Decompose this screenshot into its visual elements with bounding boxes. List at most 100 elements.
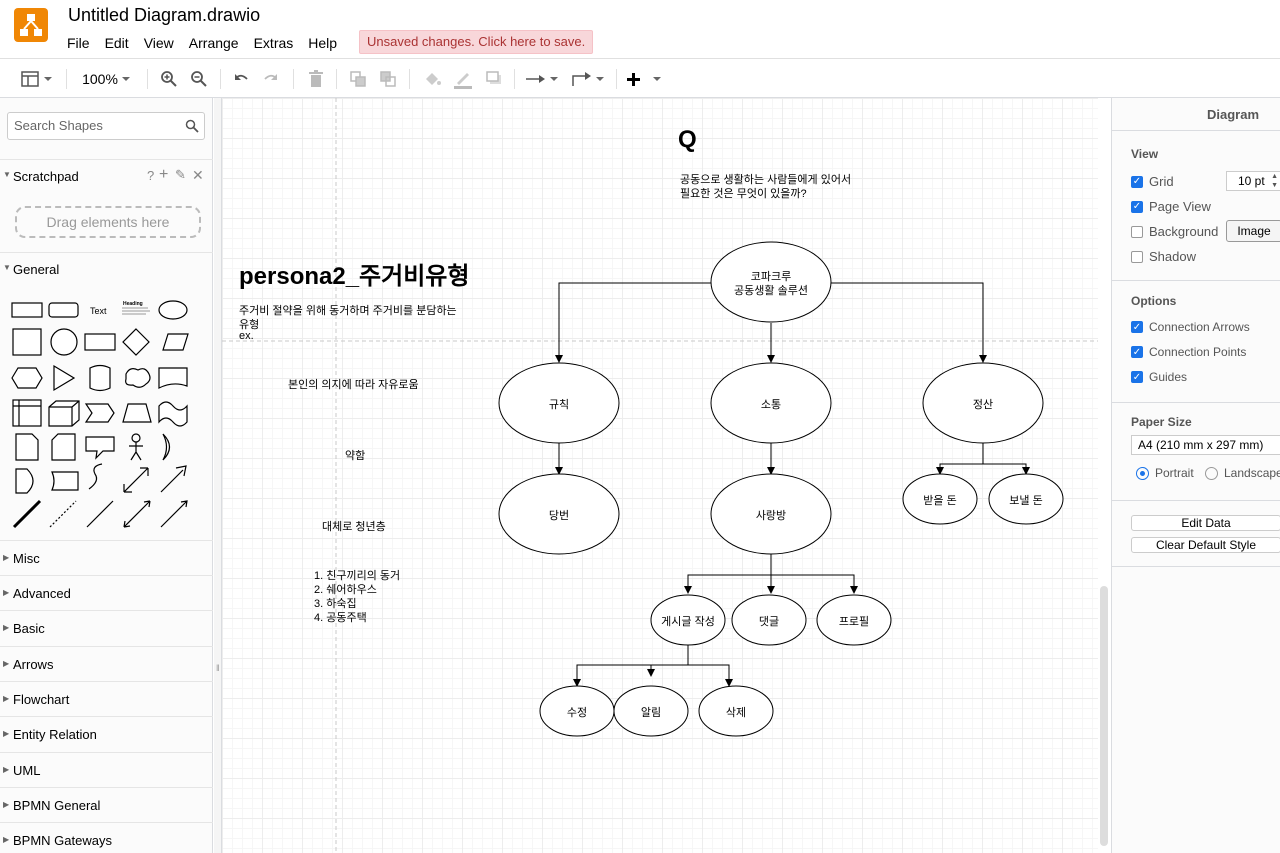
node-settle-label: 정산 [972,399,994,411]
zoom-out-button[interactable] [188,59,210,98]
help-icon[interactable]: ? [147,168,155,183]
pencil-icon [454,72,472,89]
diamond-shape-icon [122,328,150,356]
ellipse-shape-icon [158,300,188,320]
guides-option[interactable]: ✓Guides [1131,370,1188,384]
general-section-header[interactable]: ▼ General [0,252,213,287]
landscape-radio[interactable] [1205,466,1218,480]
to-back-button[interactable] [377,59,399,98]
menu-help[interactable]: Help [308,35,338,51]
shadow-button[interactable] [483,59,505,98]
shadow-option[interactable]: Shadow [1131,249,1196,264]
edge-root-rule [555,282,711,363]
background-image-button[interactable]: Image [1226,220,1280,242]
paper-size-label: Paper Size [1131,415,1192,429]
scratchpad-header[interactable]: ▼ Scratchpad ? + ✎ ✕ [0,159,213,194]
diagram-canvas[interactable]: Q 공동으로 생활하는 사람들에게 있어서 필요한 것은 무엇이 있을까? pe… [222,98,1098,853]
background-option[interactable]: Background [1131,224,1218,239]
search-shapes-field[interactable] [7,112,205,140]
background-checkbox[interactable] [1131,225,1143,238]
rectangle-shape-icon [11,302,43,318]
delete-button[interactable] [305,59,327,98]
scratchpad-drop-area[interactable]: Drag elements here [15,206,201,238]
paper-size-select[interactable]: A4 (210 mm x 297 mm) [1131,435,1280,455]
line-shape-icon [86,500,114,528]
section-basic[interactable]: ▶Basic [0,610,213,646]
add-icon[interactable]: + [159,166,169,183]
section-flowchart[interactable]: ▶Flowchart [0,681,213,717]
sidebar-splitter[interactable]: ‖ [214,98,222,853]
to-front-button[interactable] [347,59,369,98]
connection-arrows-checkbox[interactable]: ✓ [1131,321,1143,333]
node-rule [498,362,620,444]
view-section-label: View [1131,147,1159,161]
trash-icon [309,69,323,87]
section-misc[interactable]: ▶Misc [0,540,213,576]
portrait-option[interactable]: Portrait [1136,466,1194,480]
node-notify-label: 알림 [640,707,662,719]
section-entity-relation[interactable]: ▶Entity Relation [0,716,213,752]
format-panel: Diagram View ✓Grid 10 pt▲▼ ✓Page View Ba… [1111,98,1280,853]
format-panel-toggle-button[interactable] [18,59,56,98]
zoom-dropdown[interactable]: 100% [76,59,138,98]
line-color-button[interactable] [451,59,475,98]
portrait-radio[interactable] [1136,466,1149,480]
section-advanced[interactable]: ▶Advanced [0,575,213,611]
list-item: 1. 친구끼리의 동거 [314,570,401,582]
waypoints-button[interactable] [569,59,607,98]
page-view-checkbox[interactable]: ✓ [1131,200,1143,213]
shadow-checkbox[interactable] [1131,250,1143,263]
edit-pencil-icon[interactable]: ✎ [175,167,186,182]
node-delete [698,685,774,737]
shadow-icon [486,70,501,84]
node-lounge-label: 사랑방 [755,510,787,522]
node-root-label-1: 코파크루 [750,271,792,283]
redo-button[interactable] [260,59,282,98]
menu-file[interactable]: File [67,35,90,51]
node-receive-label: 받을 돈 [923,495,957,507]
connection-arrows-option[interactable]: ✓Connection Arrows [1131,320,1250,334]
grid-option[interactable]: ✓Grid [1131,174,1174,189]
clear-default-style-button[interactable]: Clear Default Style [1131,537,1280,553]
cylinder-shape-icon [89,364,111,392]
edge-post-edit [573,645,689,687]
section-arrows[interactable]: ▶Arrows [0,646,213,682]
close-icon[interactable]: ✕ [192,167,204,183]
data-storage-shape-icon [51,471,79,491]
actor-shape-icon [131,433,141,443]
unsaved-changes-button[interactable]: Unsaved changes. Click here to save. [359,30,594,54]
node-notify [613,685,689,737]
search-shapes-input[interactable] [14,118,184,133]
connection-points-option[interactable]: ✓Connection Points [1131,345,1247,359]
menu-extras[interactable]: Extras [253,35,294,51]
node-comm [710,362,832,444]
section-bpmn-general[interactable]: ▶BPMN General [0,787,213,823]
zoom-in-button[interactable] [158,59,180,98]
fill-color-button[interactable] [421,59,443,98]
section-uml[interactable]: ▶UML [0,752,213,788]
guides-checkbox[interactable]: ✓ [1131,371,1143,383]
persona-desc-1: 주거비 절약을 위해 동거하며 주거비를 분담하는 [239,305,457,317]
dashed-line-shape-icon [49,500,77,528]
undo-button[interactable] [230,59,252,98]
connection-style-button[interactable] [524,59,560,98]
page-view-option[interactable]: ✓Page View [1131,199,1211,214]
menu-view[interactable]: View [143,35,174,51]
search-icon[interactable] [185,119,199,133]
canvas-scrollbar[interactable] [1100,586,1108,846]
grid-checkbox[interactable]: ✓ [1131,175,1143,188]
insert-button[interactable] [625,59,665,98]
landscape-option[interactable]: Landscape [1205,466,1280,480]
menu-arrange[interactable]: Arrange [188,35,239,51]
grid-size-input[interactable]: 10 pt▲▼ [1226,171,1280,191]
section-bpmn-gateways[interactable]: ▶BPMN Gateways [0,822,213,853]
note-weak: 약함 [345,450,366,462]
step-shape-icon [84,403,115,423]
document-title[interactable]: Untitled Diagram.drawio [68,5,261,25]
edit-data-button[interactable]: Edit Data [1131,515,1280,531]
toolbar: 100% [0,58,1280,98]
heading-shape-icon: Heading [123,301,143,307]
connection-points-checkbox[interactable]: ✓ [1131,346,1143,358]
rounded-rectangle-shape-icon [48,302,79,318]
menu-edit[interactable]: Edit [104,35,129,51]
